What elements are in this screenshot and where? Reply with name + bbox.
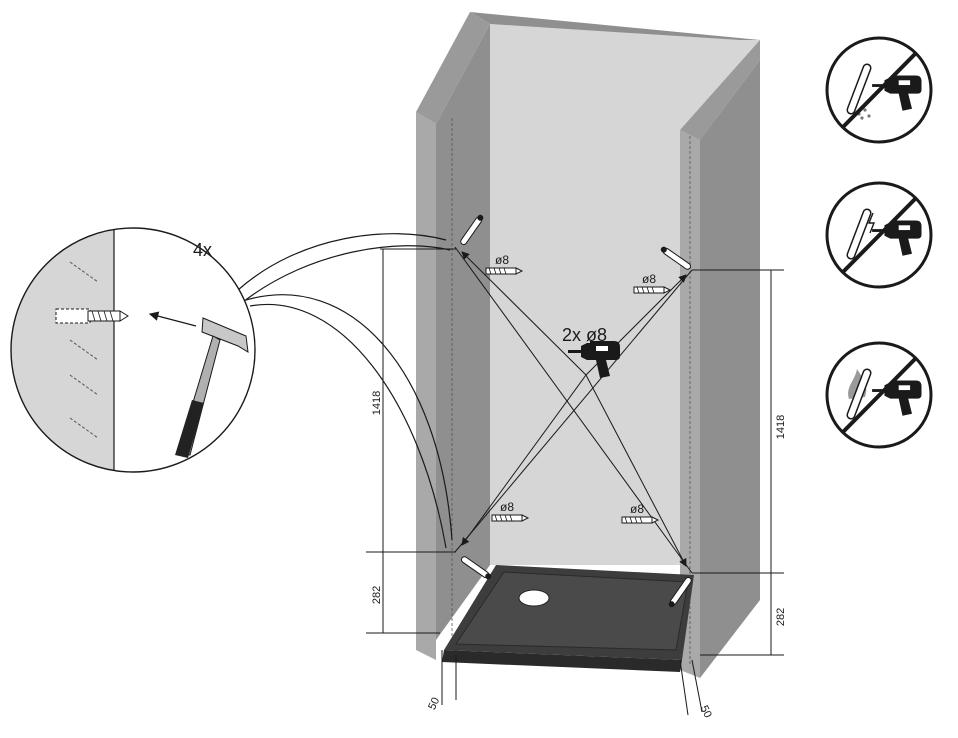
wall-plug-upper-left: ø8 [485, 253, 523, 275]
wall-plug-size: ø8 [495, 253, 509, 267]
quantity-label: 4x [193, 240, 212, 260]
screw-upper-right [660, 246, 692, 270]
screw-lower-left [460, 556, 492, 580]
right-wall-outer [700, 60, 760, 678]
drain-hole [518, 589, 550, 607]
dimension-left-lower: 282 [371, 586, 383, 604]
right-wall-top [680, 40, 760, 140]
screw-upper-left [460, 214, 484, 246]
wall-plug-size: ø8 [630, 502, 644, 516]
hammer-icon [175, 317, 249, 458]
left-wall-edge [416, 112, 436, 660]
wall-plug-lower-right: ø8 [621, 502, 659, 524]
wall-plug-detail [87, 310, 129, 322]
wall-plug-size: ø8 [642, 272, 656, 286]
back-wall-top-edge [470, 12, 760, 40]
dimension-offset-left: 50 [426, 696, 442, 712]
center-drill-label: 2x ø8 [562, 325, 607, 345]
dimension-right-lower: 282 [775, 608, 787, 626]
callout-curves [237, 233, 453, 549]
dimension-offset-right: 50 [698, 704, 714, 720]
dimension-left-upper: 1418 [371, 391, 383, 415]
wall-plug-size: ø8 [500, 500, 514, 514]
dimension-right-upper: 1418 [775, 415, 787, 439]
left-wall-top [416, 12, 490, 124]
gas-pipe-icon [846, 368, 872, 420]
wall-plug-lower-left: ø8 [491, 500, 529, 522]
warning-electric-cable [825, 181, 933, 289]
warning-gas-pipe [825, 341, 933, 449]
detail-circle: 4x [10, 227, 256, 473]
screws [460, 214, 692, 608]
warning-water-pipe [825, 36, 933, 144]
shower-tray [442, 565, 694, 672]
drilled-hole [55, 308, 91, 324]
electric-cable-icon [846, 208, 876, 260]
left-wall-inner [436, 24, 490, 640]
wall-plug-upper-right: ø8 [633, 272, 671, 294]
screw-lower-right [668, 576, 692, 608]
water-pipe-icon [846, 63, 872, 120]
